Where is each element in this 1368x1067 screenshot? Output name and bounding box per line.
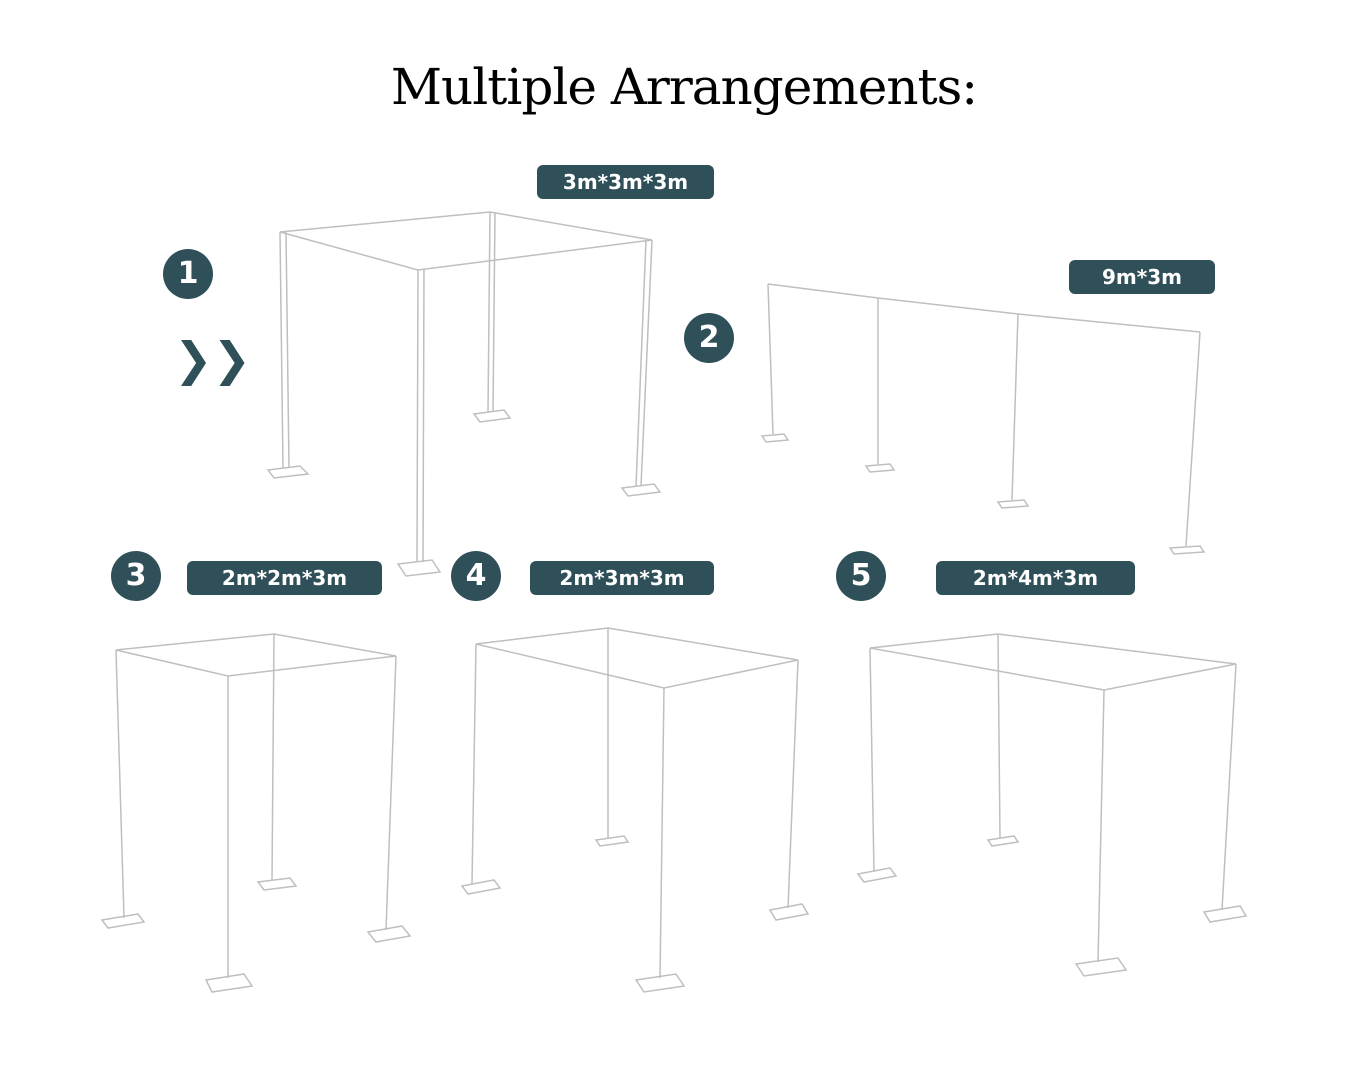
size-badge-4: 2m*3m*3m xyxy=(530,561,714,595)
number-badge-5: 5 xyxy=(836,551,886,601)
frame-1-illustration xyxy=(266,211,662,577)
number-badge-2: 2 xyxy=(684,313,734,363)
size-badge-2: 9m*3m xyxy=(1069,260,1215,294)
frame-5-illustration xyxy=(856,633,1248,977)
size-badge-5: 2m*4m*3m xyxy=(936,561,1135,595)
frame-2-illustration xyxy=(760,283,1206,555)
number-badge-4: 4 xyxy=(451,551,501,601)
frame-4-illustration xyxy=(460,627,810,993)
number-badge-3: 3 xyxy=(111,551,161,601)
page-title: Multiple Arrangements: xyxy=(390,58,978,116)
size-badge-3: 2m*2m*3m xyxy=(187,561,382,595)
frame-3-illustration xyxy=(100,633,412,993)
double-chevron-right-icon: ❯❯ xyxy=(174,332,252,386)
size-badge-1: 3m*3m*3m xyxy=(537,165,714,199)
number-badge-1: 1 xyxy=(163,249,213,299)
